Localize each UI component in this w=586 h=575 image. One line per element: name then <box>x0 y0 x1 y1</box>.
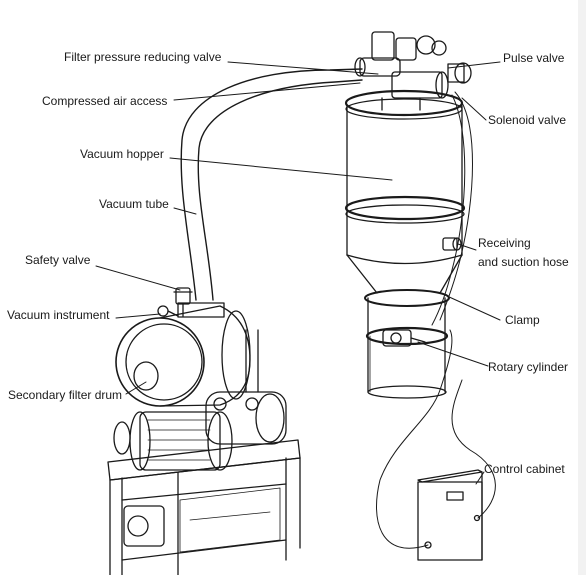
leader-lines <box>95 61 501 485</box>
label-vacuum-tube: Vacuum tube <box>99 197 169 211</box>
roots-blower <box>205 329 287 445</box>
label-control-cabinet: Control cabinet <box>484 462 565 476</box>
base-frame <box>107 439 301 575</box>
label-receiving: Receiving <box>478 236 531 250</box>
label-vacuum-hopper: Vacuum hopper <box>80 147 164 161</box>
label-safety-valve: Safety valve <box>25 253 91 267</box>
rotary-cylinder <box>382 329 426 347</box>
edge-strip <box>578 0 586 575</box>
label-and-suction-hose: and suction hose <box>478 255 569 269</box>
motor <box>113 411 233 471</box>
safety-valve <box>173 287 193 317</box>
receiving-port <box>442 237 462 251</box>
vacuum-instrument <box>157 305 179 317</box>
label-clamp: Clamp <box>505 313 540 327</box>
vacuum-tube <box>180 68 363 301</box>
label-pulse-valve: Pulse valve <box>503 51 565 65</box>
label-solenoid-valve: Solenoid valve <box>488 113 567 127</box>
label-rotary-cylinder: Rotary cylinder <box>488 360 569 374</box>
label-secondary-filter-drum: Secondary filter drum <box>8 388 123 402</box>
vacuum-hopper <box>344 89 466 399</box>
pulse-valve-assembly <box>354 31 472 111</box>
secondary-filter-drum <box>115 302 251 407</box>
label-compressed-air-access: Compressed air access <box>42 94 168 108</box>
label-vacuum-instrument: Vacuum instrument <box>7 308 110 322</box>
label-filter-pressure-reducing-valve: Filter pressure reducing valve <box>64 50 222 64</box>
control-cabinet <box>417 469 483 561</box>
